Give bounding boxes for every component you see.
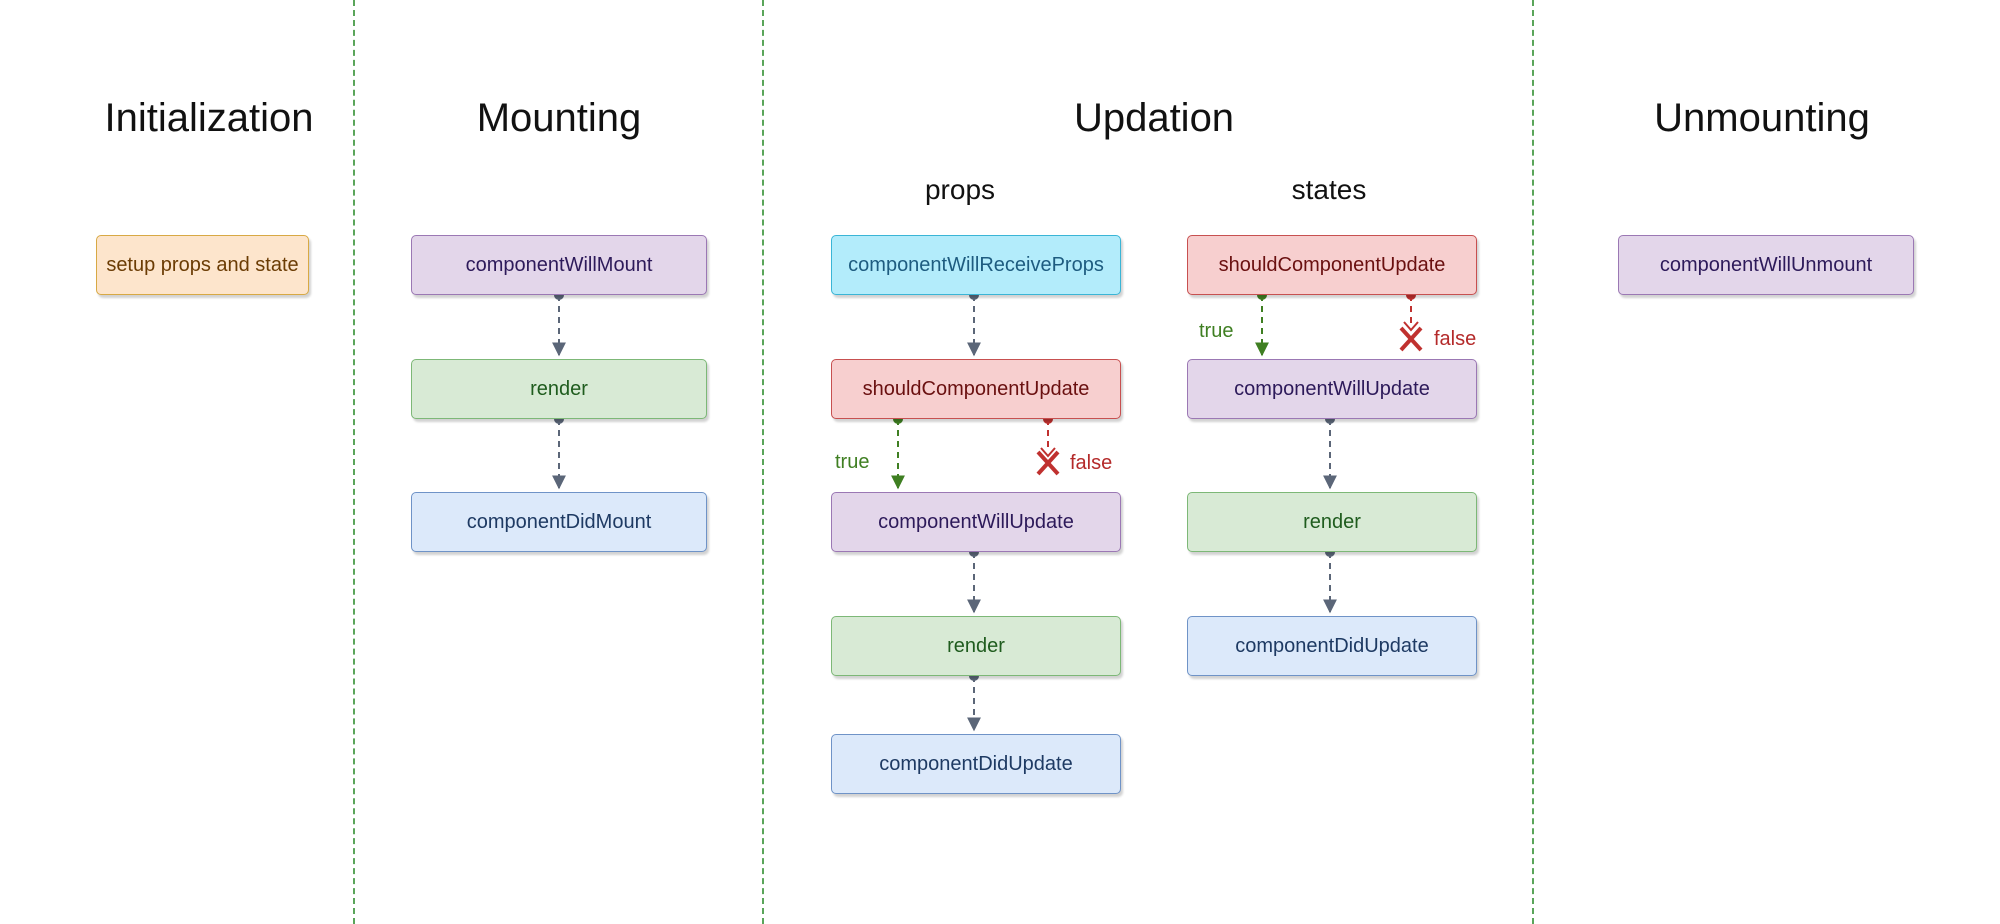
- phase-title-mounting: Mounting: [476, 96, 642, 140]
- props-false-label: false: [1070, 452, 1113, 474]
- false-x-icon: [1036, 450, 1060, 476]
- false-x-icon: [1399, 326, 1423, 352]
- node-states-component-did-update: componentDidUpdate: [1187, 616, 1477, 676]
- props-true-label: true: [835, 451, 870, 473]
- node-props-component-will-update: componentWillUpdate: [831, 492, 1121, 552]
- node-mount-render: render: [411, 359, 707, 419]
- node-props-render: render: [831, 616, 1121, 676]
- node-props-should-component-update: shouldComponentUpdate: [831, 359, 1121, 419]
- node-label: componentDidUpdate: [1235, 634, 1429, 657]
- node-label: componentDidMount: [466, 510, 652, 533]
- subheading-props: props: [924, 174, 996, 205]
- node-mount-component-did-mount: componentDidMount: [411, 492, 707, 552]
- connector-states-false: [1403, 290, 1419, 332]
- node-label: shouldComponentUpdate: [1218, 253, 1446, 276]
- node-props-component-will-receive-props: componentWillReceiveProps: [831, 235, 1121, 295]
- node-label: componentWillUpdate: [1234, 377, 1430, 400]
- connector-props-false: [1040, 414, 1056, 458]
- connector-states-true: [1255, 290, 1269, 357]
- node-label: componentDidUpdate: [879, 752, 1073, 775]
- node-states-render: render: [1187, 492, 1477, 552]
- node-label: shouldComponentUpdate: [862, 377, 1090, 400]
- node-mount-component-will-mount: componentWillMount: [411, 235, 707, 295]
- node-label: componentWillUpdate: [878, 510, 1074, 533]
- connector-props-true: [891, 414, 905, 490]
- node-label: componentWillReceiveProps: [848, 253, 1104, 276]
- connector-props-3: [967, 671, 981, 732]
- connector-props-2: [967, 547, 981, 614]
- node-states-component-will-update: componentWillUpdate: [1187, 359, 1477, 419]
- node-label: render: [947, 634, 1005, 657]
- phase-title-initialization: Initialization: [104, 96, 314, 140]
- connector-props-1: [967, 290, 981, 357]
- connector-mount-1: [552, 290, 566, 357]
- node-label: setup props and state: [106, 253, 299, 276]
- divider-2: [762, 0, 764, 924]
- divider-3: [1532, 0, 1534, 924]
- subheading-states: states: [1291, 174, 1367, 205]
- node-states-should-component-update: shouldComponentUpdate: [1187, 235, 1477, 295]
- phase-title-updation: Updation: [1073, 96, 1235, 140]
- node-unmount-component-will-unmount: componentWillUnmount: [1618, 235, 1914, 295]
- node-label: componentWillMount: [465, 253, 653, 276]
- divider-1: [353, 0, 355, 924]
- connector-mount-2: [552, 414, 566, 490]
- connector-states-2: [1323, 414, 1337, 490]
- states-false-label: false: [1434, 328, 1477, 350]
- states-true-label: true: [1199, 320, 1234, 342]
- phase-title-unmounting: Unmounting: [1654, 96, 1870, 140]
- node-props-component-did-update: componentDidUpdate: [831, 734, 1121, 794]
- node-label: render: [1303, 510, 1361, 533]
- node-label: componentWillUnmount: [1659, 253, 1873, 276]
- node-setup-props-state: setup props and state: [96, 235, 309, 295]
- node-label: render: [530, 377, 588, 400]
- connector-states-3: [1323, 547, 1337, 614]
